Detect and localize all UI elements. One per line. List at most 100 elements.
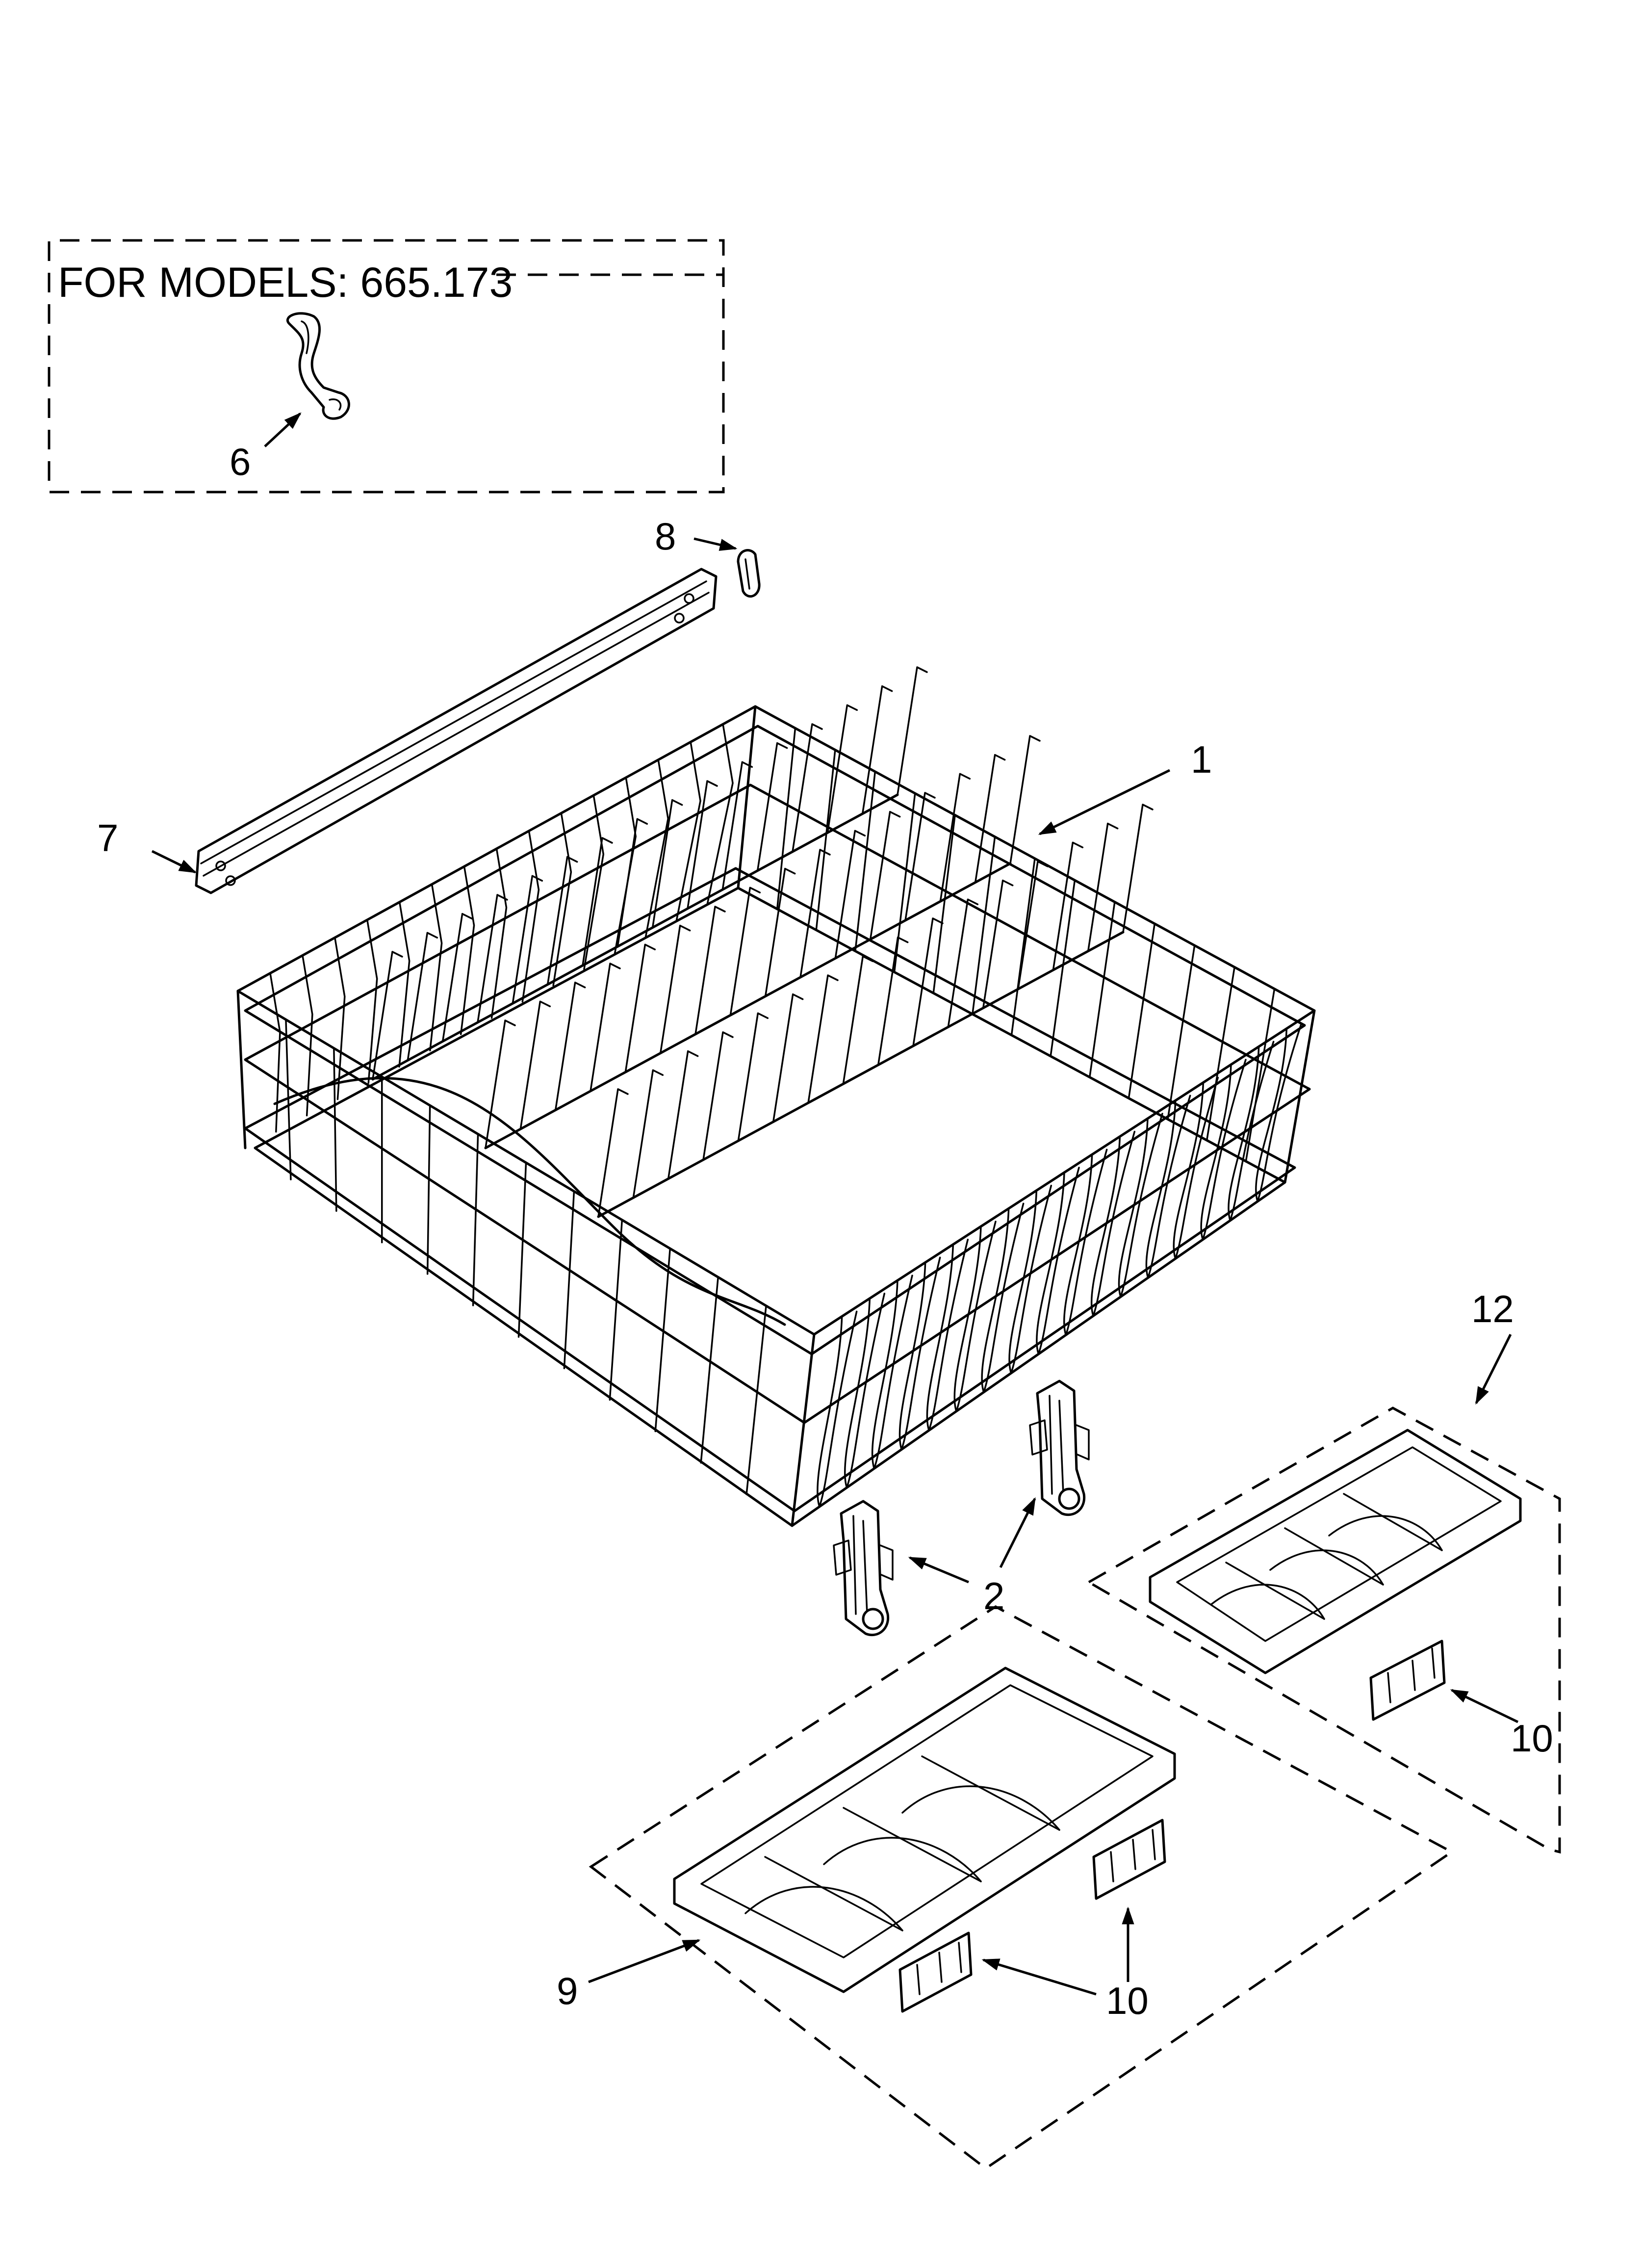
rack-wire (654, 1248, 671, 1433)
rack-wire (912, 917, 944, 1047)
rack-wire (651, 799, 683, 929)
rack-wire (554, 981, 586, 1111)
kit-box-12 (1088, 1407, 1561, 1854)
rack-wire (1255, 1022, 1303, 1202)
rack-wire (1167, 944, 1196, 1121)
rack-wire (624, 943, 656, 1073)
rack-wire (815, 749, 836, 931)
rack-wire (807, 974, 839, 1104)
rack-wire (700, 1276, 719, 1464)
leader-6 (264, 412, 302, 447)
rack-wire (1090, 1130, 1136, 1317)
rack-wire (756, 742, 788, 872)
rack-wire (897, 666, 928, 796)
part-10-clip-center (1092, 1819, 1166, 1900)
callout-7: 7 (97, 816, 118, 860)
rack-wire (472, 1133, 479, 1306)
rack-wire (799, 849, 831, 978)
kit-box-9 (589, 1605, 1454, 2170)
callout-8: 8 (655, 515, 676, 558)
rack-wire (1173, 1076, 1219, 1260)
rack-wire (842, 955, 874, 1085)
rack-wire (285, 1018, 292, 1180)
leader-10-right (1450, 1689, 1519, 1723)
rack-wire (609, 1219, 623, 1401)
part-10-clip-right (1369, 1640, 1446, 1721)
callout-10-right: 10 (1511, 1717, 1553, 1760)
leader-12 (1475, 1333, 1512, 1405)
rack-wire (1008, 1184, 1052, 1374)
rack-wire (745, 1304, 767, 1495)
rack-wire (460, 865, 475, 1035)
part-1-dish-rack (236, 705, 1316, 1527)
rack-wire (477, 894, 508, 1023)
rack-wire (861, 685, 893, 815)
callout-6: 6 (230, 440, 251, 483)
rack-wire (877, 936, 909, 1066)
rack-wire (273, 1077, 786, 1326)
rack-wire (644, 759, 669, 938)
rack-wire (372, 951, 403, 1080)
rack-wire (597, 1088, 629, 1218)
rack-wire (1200, 1059, 1247, 1241)
rack-wire (441, 912, 473, 1043)
leader-2b (999, 1497, 1036, 1568)
callout-12: 12 (1471, 1287, 1514, 1330)
models-box: FOR MODELS: 665.173 (48, 239, 725, 494)
rack-wire (729, 886, 761, 1017)
rack-wire (546, 856, 578, 986)
rack-wire (1122, 804, 1154, 933)
leader-2a (908, 1556, 969, 1584)
rack-wire (590, 963, 621, 1092)
rack-wire (582, 837, 613, 966)
rack-wire (521, 830, 540, 1003)
rack-wire (366, 919, 378, 1084)
rack-wire (694, 906, 726, 1035)
rack-wire (407, 932, 438, 1062)
rack-wire (982, 879, 1014, 1009)
rack-wire (834, 830, 866, 960)
rack-wire (1118, 1113, 1163, 1298)
part-6-clip (286, 312, 350, 420)
rack-wire (972, 835, 996, 1015)
rack-wire (844, 1292, 886, 1488)
rack-wire (737, 1012, 769, 1142)
rack-wire (519, 1000, 551, 1130)
rack-wire (398, 901, 410, 1068)
part-7-track-rail (195, 568, 718, 894)
rack-wire (1245, 988, 1276, 1162)
rack-wire (981, 1202, 1025, 1393)
rack-wire (659, 924, 691, 1054)
rack-wire (974, 754, 1006, 884)
rack-wire (552, 812, 572, 987)
part-12-tine-row (1149, 1429, 1522, 1674)
rack-wire (302, 954, 313, 1117)
leader-1 (1038, 769, 1171, 835)
rack-tines (269, 666, 1303, 1508)
rack-wire (269, 972, 281, 1133)
rack-wire (616, 818, 648, 948)
rack-wire (687, 780, 718, 910)
rack-wire (953, 1221, 997, 1412)
rack-wire (1010, 858, 1036, 1036)
rack-wire (898, 1256, 941, 1451)
part-10-clip-left (898, 1931, 973, 2013)
rack-wire (776, 727, 796, 910)
rack-wire (632, 1069, 664, 1199)
rack-wire (426, 1104, 431, 1275)
rack-wire (1036, 1167, 1080, 1355)
rack-wire (1128, 923, 1156, 1099)
leader-7 (151, 850, 197, 874)
rack-wire (333, 1047, 337, 1212)
leader-10-bottom-a (981, 1958, 1097, 1996)
rack-wire (583, 794, 605, 970)
rack-wire (869, 810, 901, 940)
rack-wire (667, 1050, 699, 1180)
rack-wire (721, 761, 753, 891)
rack-wire (371, 793, 899, 1081)
rack-wire (490, 848, 508, 1019)
rack-wire (1145, 1095, 1191, 1279)
rack-wire (675, 741, 701, 921)
rack-wire (904, 792, 936, 921)
